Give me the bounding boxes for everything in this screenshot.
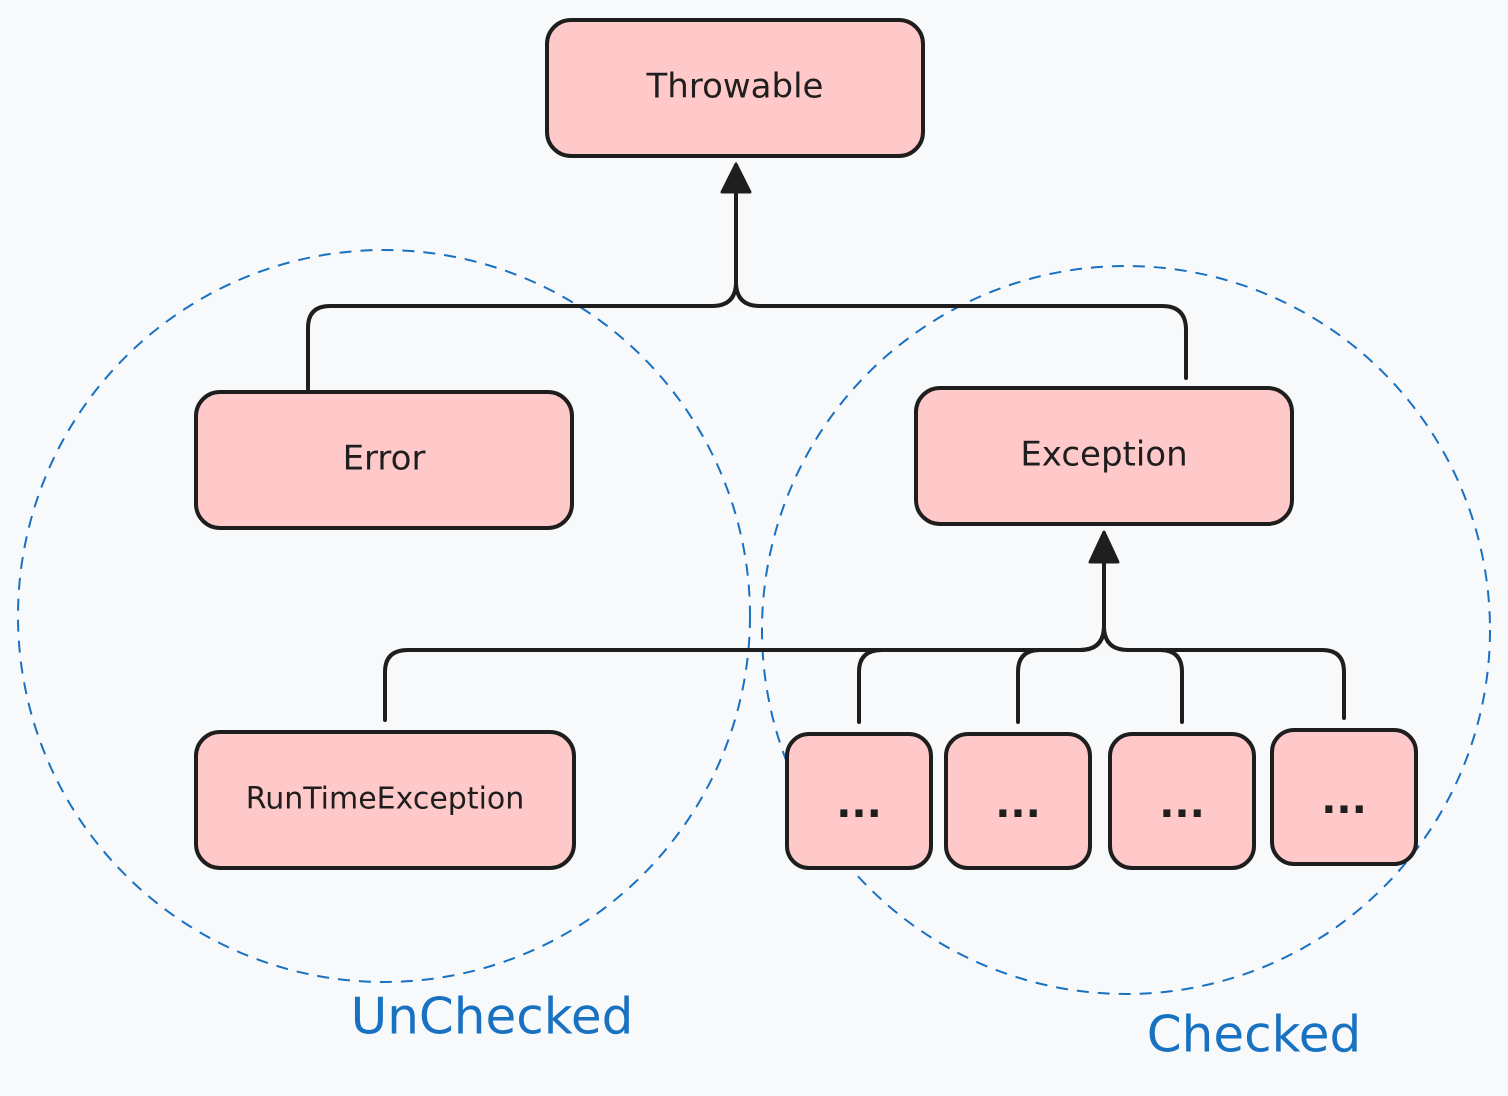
checked-group-label: Checked bbox=[1147, 1006, 1362, 1064]
connector-exception-checked-3 bbox=[1102, 624, 1184, 724]
node-checked-4-label: ... bbox=[1321, 777, 1367, 823]
node-error-label: Error bbox=[343, 439, 426, 479]
node-checked-3-label: ... bbox=[1159, 781, 1205, 827]
node-checked-1: ... bbox=[785, 732, 933, 870]
connector-exception-checked-1 bbox=[857, 648, 1082, 724]
node-checked-1-label: ... bbox=[836, 781, 882, 827]
node-runtime-exception: RunTimeException bbox=[194, 730, 576, 870]
node-runtime-exception-label: RunTimeException bbox=[246, 782, 525, 817]
node-throwable-label: Throwable bbox=[646, 67, 824, 107]
connector-throwable-exception bbox=[734, 280, 1188, 380]
connector-exception-checked-4 bbox=[1126, 648, 1346, 720]
unchecked-group-circle bbox=[17, 249, 751, 983]
node-checked-2: ... bbox=[944, 732, 1092, 870]
connector-exception-checked-2 bbox=[1016, 624, 1106, 724]
arrowhead-throwable bbox=[720, 162, 752, 194]
node-exception: Exception bbox=[914, 386, 1294, 526]
node-throwable: Throwable bbox=[545, 18, 925, 158]
node-exception-label: Exception bbox=[1020, 435, 1187, 475]
connector-exception-children bbox=[383, 560, 1106, 722]
arrowhead-exception bbox=[1088, 530, 1120, 564]
unchecked-group-label: UnChecked bbox=[351, 988, 634, 1046]
node-checked-3: ... bbox=[1108, 732, 1256, 870]
node-checked-2-label: ... bbox=[995, 781, 1041, 827]
checked-group-circle bbox=[761, 265, 1491, 995]
node-checked-4: ... bbox=[1270, 728, 1418, 866]
connector-throwable-children bbox=[306, 190, 738, 392]
node-error: Error bbox=[194, 390, 574, 530]
